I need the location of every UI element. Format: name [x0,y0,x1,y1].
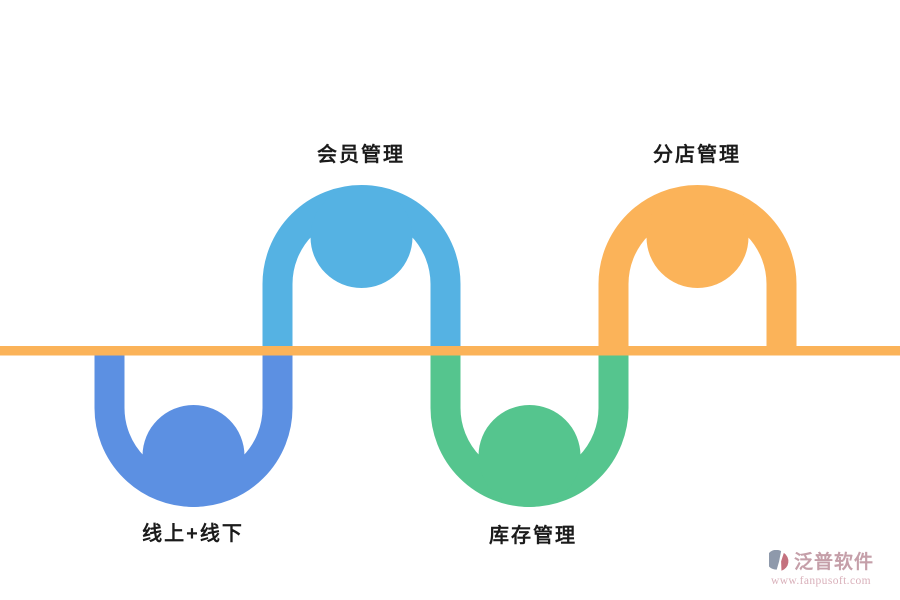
node-label-member-management: 会员管理 [317,144,405,166]
node-label-inventory-management: 库存管理 [489,525,577,547]
node-circle-member-management [310,186,413,288]
node-circle-branch-management [646,186,749,288]
watermark-brand-text: 泛普软件 [794,552,875,573]
watermark: 泛普软件 www.fanpusoft.com [769,547,893,587]
node-online-offline [94,350,293,507]
node-branch-management [598,185,797,352]
logo-swirl-pink [781,552,789,571]
watermark-brand-row: 泛普软件 [769,547,893,574]
node-label-branch-management: 分店管理 [653,144,741,166]
logo-swirl-grey [769,549,782,570]
node-circle-inventory-management [478,405,581,507]
node-inventory-management [430,350,629,507]
node-circle-online-offline [142,405,245,507]
fanpu-logo-icon [769,549,789,571]
node-member-management [262,185,461,352]
baseline [0,346,900,356]
node-label-online-offline: 线上+线下 [142,523,244,545]
watermark-url: www.fanpusoft.com [771,575,871,587]
